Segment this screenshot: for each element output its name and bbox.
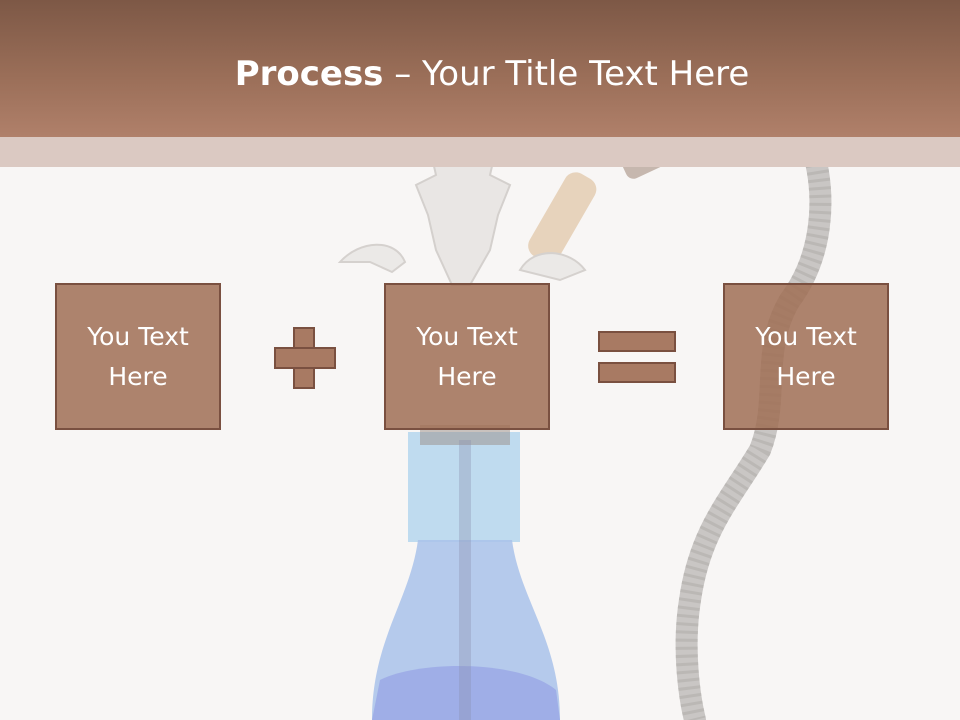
box-1-line-2: Here [108,361,168,391]
process-box-2[interactable]: You Text Here [384,283,550,430]
box-2-line-1: You Text [416,321,518,351]
header-band [0,137,960,167]
process-box-1[interactable]: You Text Here [55,283,221,430]
box-3-line-2: Here [776,361,836,391]
slide-title: Process – Your Title Text Here [0,52,960,96]
box-2-line-2: Here [437,361,497,391]
equals-icon [598,331,676,383]
plus-icon [274,327,336,389]
process-box-3[interactable]: You Text Here [723,283,889,430]
title-rest: – Your Title Text Here [383,54,750,94]
title-header [0,0,960,137]
title-bold: Process [234,54,384,94]
box-3-line-1: You Text [755,321,857,351]
box-1-line-1: You Text [87,321,189,351]
